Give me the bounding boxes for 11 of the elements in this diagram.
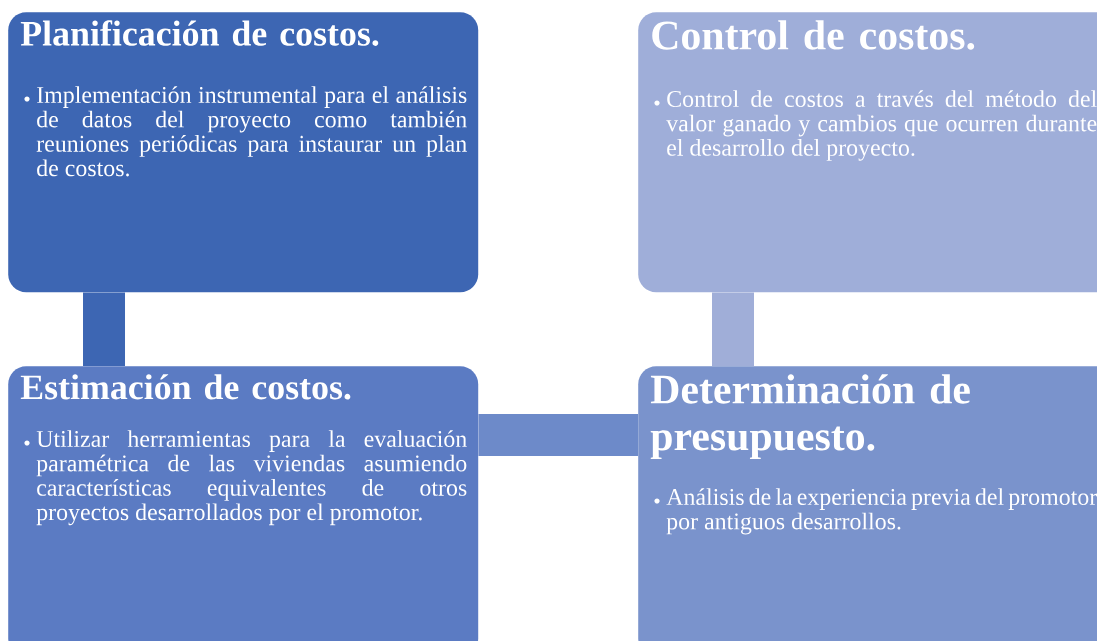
heading: Estimación de costos.	[20, 374, 351, 400]
connector-bar	[478, 414, 638, 456]
heading: Determinación de presupuesto.	[650, 374, 970, 459]
connector-bar	[83, 292, 125, 366]
bullet-text: Control de costos a través del método del valor ganado y cambios que ocurren durante el desarrollo del proyecto.	[666, 90, 1097, 161]
heading: Control de costos.	[652, 20, 975, 50]
bullet-text: Análisis de la experiencia previa del promotor por antiguos desarrollos.	[666, 488, 1097, 535]
heading: Planificación de costos.	[20, 20, 379, 46]
bullet-text: Implementación instrumental para el análisis de datos del proyecto como también reuniones periódicas para instaurar un plan de costos.	[36, 86, 467, 177]
bullet-text: Utilizar herramientas para la evaluación paramétrica de las viviendas asumiendo características equivalentes de otros proyectos desarrollados por el promotor.	[36, 430, 467, 526]
connector-bar	[712, 292, 754, 366]
